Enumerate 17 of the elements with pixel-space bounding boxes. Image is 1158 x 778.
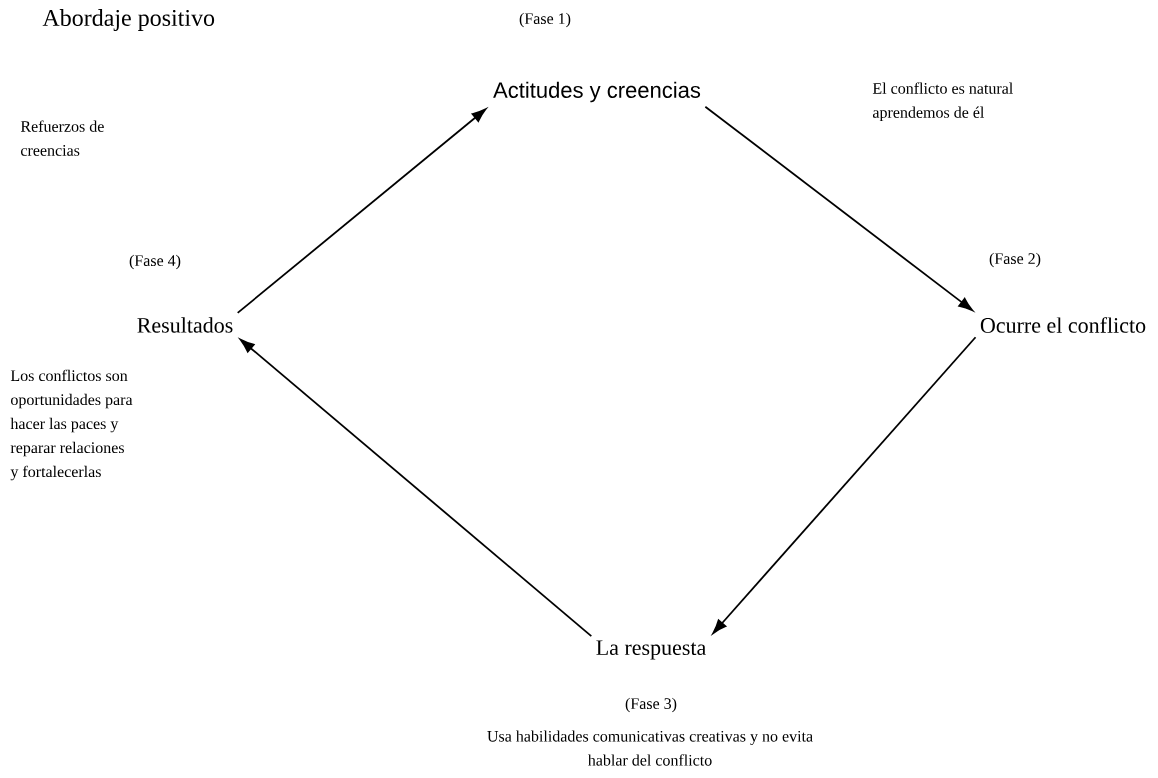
node-label: Ocurre el conflicto — [980, 317, 1146, 333]
node-label: Actitudes y creencias — [493, 81, 701, 103]
note: Refuerzos de creencias — [20, 120, 104, 156]
phase-label: (Fase 2) — [989, 252, 1041, 268]
arrow — [712, 336, 977, 634]
phase-label: (Fase 3) — [625, 697, 677, 713]
description: Los conflictos son oportunidades para hacer las paces y reparar relaciones y fortalecerlas — [10, 369, 133, 481]
node-label: Resultados — [137, 317, 233, 333]
arrow — [704, 105, 974, 312]
phase-label: (Fase 1) — [519, 12, 571, 28]
description: Usa habilidades comunicativas creativas y no evita hablar del conflicto — [487, 730, 813, 766]
note: El conflicto es natural aprendemos de él — [872, 82, 1013, 122]
node-label: La respuesta — [596, 640, 706, 660]
phase-label: (Fase 4) — [129, 254, 181, 270]
arrow — [236, 108, 487, 314]
title: Abordaje positivo — [42, 9, 215, 31]
arrow — [239, 338, 593, 637]
